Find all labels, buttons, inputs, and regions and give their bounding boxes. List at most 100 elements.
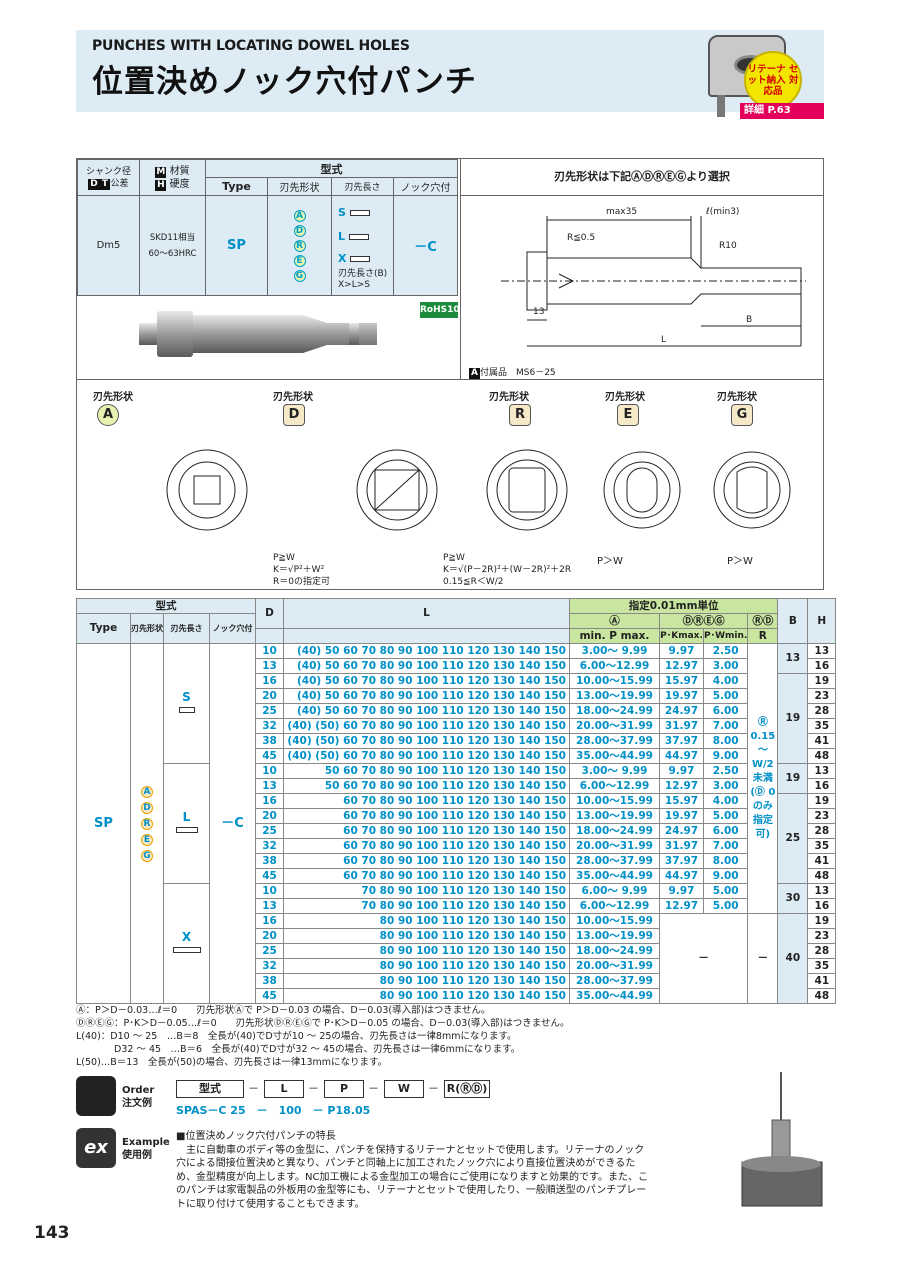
p-cell: 10.00～15.99: [569, 793, 660, 809]
w-cell: 5.00: [702, 898, 749, 914]
order-f4: W: [384, 1080, 424, 1098]
th-knock: ノック穴付: [209, 613, 256, 644]
len-cell-1: L: [163, 763, 210, 884]
p-cell: 3.00～ 9.99: [569, 763, 660, 779]
h-cell: 19: [807, 913, 837, 929]
k-cell: 37.97: [659, 853, 704, 869]
w-cell: 6.00: [702, 703, 749, 719]
k-cell: 31.97: [659, 718, 704, 734]
h-cell: 48: [807, 748, 837, 764]
th-b: B: [777, 598, 809, 644]
h-cell: 19: [807, 673, 837, 689]
w-cell: 2.50: [702, 763, 749, 779]
p-cell: 6.00～12.99: [569, 658, 660, 674]
d-cell: 38: [255, 973, 284, 989]
punch-drawing: 刃先形状は下記ⒶⒹⓇⒺⒼより選択 max35 ℓ(min3) R≦0.5: [460, 159, 823, 379]
k-cell: 9.97: [659, 643, 704, 659]
table-row: 45(40) (50) 60 70 80 90 100 110 120 130 …: [77, 748, 837, 764]
k-cell: 24.97: [659, 823, 704, 839]
p-cell: 35.00～44.99: [569, 988, 660, 1004]
title-en: PUNCHES WITH LOCATING DOWEL HOLES: [92, 38, 410, 54]
w-cell: 3.00: [702, 658, 749, 674]
dim-lmin3: ℓ(min3): [705, 207, 739, 217]
p-cell: 3.00～ 9.99: [569, 643, 660, 659]
len-note2: X>L>S: [338, 279, 370, 290]
th-r: R: [747, 628, 779, 644]
d-cell: 16: [255, 673, 284, 689]
dowel-pin-icon: [717, 95, 725, 117]
h-cell: 13: [807, 883, 837, 899]
h-cell: 35: [807, 958, 837, 974]
retainer-badge[interactable]: リテーナ セット納入 対応品 詳細 P.63: [704, 25, 824, 120]
order-example: SPAS－C 25 － 100 － P18.05: [176, 1104, 371, 1117]
d-cell: 10: [255, 763, 284, 779]
ex-icon: ex: [76, 1128, 116, 1168]
th-type: Type: [76, 613, 131, 644]
h-cell: 13: [807, 643, 837, 659]
dm5-cell: Dm5: [77, 195, 140, 296]
l-cell: (40) 50 60 70 80 90 100 110 120 130 140 …: [283, 688, 570, 704]
dim-13: 13: [533, 307, 544, 317]
h-cell: 23: [807, 928, 837, 944]
w-cell: 5.00: [702, 808, 749, 824]
h-cell: 41: [807, 973, 837, 989]
tip-code-d: D: [283, 404, 305, 426]
tip-col-g: G: [141, 849, 153, 862]
p-cell: 10.00～15.99: [569, 913, 660, 929]
knock-header: ノック穴付: [393, 177, 458, 196]
l-cell: 60 70 80 90 100 110 120 130 140 150: [283, 868, 570, 884]
punch-photo: [77, 297, 460, 379]
badge-ref-link[interactable]: 詳細 P.63: [740, 103, 824, 119]
l-cell: (40) 50 60 70 80 90 100 110 120 130 140 …: [283, 658, 570, 674]
tip-label-e: 刃先形状: [605, 392, 645, 403]
len-cell-2: X: [163, 883, 210, 1004]
p-cell: 20.00～31.99: [569, 718, 660, 734]
l-cell: 70 80 90 100 110 120 130 140 150: [283, 898, 570, 914]
d-cell: 16: [255, 793, 284, 809]
k-cell: 12.97: [659, 658, 704, 674]
l-cell: 60 70 80 90 100 110 120 130 140 150: [283, 808, 570, 824]
r-range: Ⓡ 0.15 ～ W/2未満 (Ⓓ 0のみ指定可): [747, 643, 779, 914]
k-cell: 9.97: [659, 763, 704, 779]
w-cell: 8.00: [702, 853, 749, 869]
h-cell: 48: [807, 868, 837, 884]
p-cell: 35.00～44.99: [569, 868, 660, 884]
h-cell: 35: [807, 718, 837, 734]
tipshape-header: 刃先形状: [267, 177, 332, 196]
len-l: L: [338, 225, 393, 249]
l-cell: (40) (50) 60 70 80 90 100 110 120 130 14…: [283, 733, 570, 749]
w-cell: 5.00: [702, 688, 749, 704]
l-cell: 60 70 80 90 100 110 120 130 140 150: [283, 823, 570, 839]
d-cell: 20: [255, 688, 284, 704]
k-cell: 12.97: [659, 778, 704, 794]
title-banner: PUNCHES WITH LOCATING DOWEL HOLES 位置決めノッ…: [76, 30, 824, 112]
table-row: 25(40) 50 60 70 80 90 100 110 120 130 14…: [77, 703, 837, 719]
d-cell: 32: [255, 718, 284, 734]
d-cell: 20: [255, 928, 284, 944]
b-cell: 19: [777, 673, 809, 764]
dim-l: L: [661, 335, 666, 345]
tip-option-e: E: [293, 254, 306, 267]
d-cell: 10: [255, 643, 284, 659]
order-f1: 型式: [176, 1080, 244, 1098]
d-cell: 45: [255, 868, 284, 884]
phone-icon: [76, 1076, 116, 1116]
w-cell: 7.00: [702, 838, 749, 854]
note-l40b: D32 ～ 45 …B＝6 全長が(40)でD寸が32 ～ 45の場合、刃先長さ…: [76, 1044, 521, 1055]
r-dash: －: [747, 913, 779, 1004]
table-row: 38(40) (50) 60 70 80 90 100 110 120 130 …: [77, 733, 837, 749]
th-d2: [255, 628, 284, 644]
p-cell: 13.00～19.99: [569, 688, 660, 704]
type-header: Type: [205, 177, 268, 196]
